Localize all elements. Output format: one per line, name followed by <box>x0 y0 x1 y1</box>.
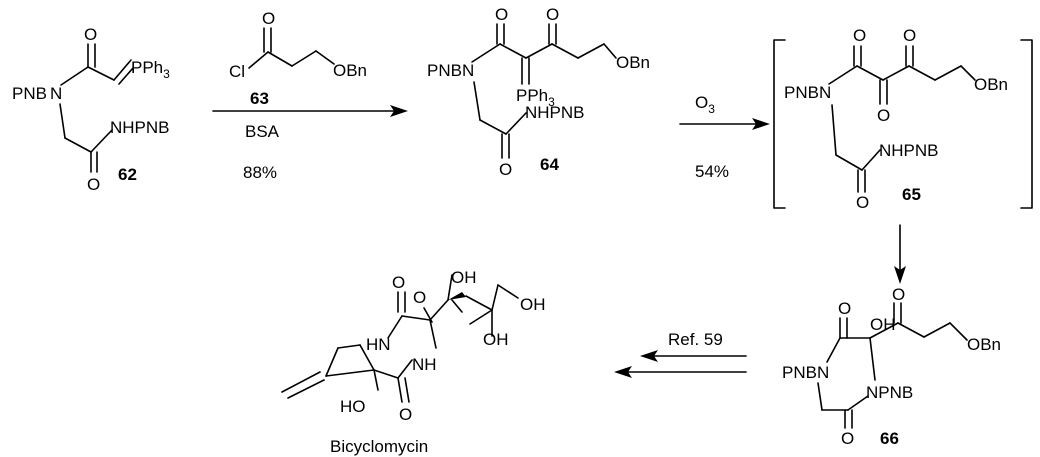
reagent-number: 63 <box>250 89 269 108</box>
atom-label: O <box>546 5 559 24</box>
atom-label: O <box>392 273 405 292</box>
atom-label: O <box>903 26 916 45</box>
atom-label: NHPNB <box>525 103 585 122</box>
reference-label: Ref. 59 <box>668 330 723 349</box>
yield-label: 54% <box>695 162 729 181</box>
yield-label: 88% <box>243 163 277 182</box>
compound-name: Bicyclomycin <box>330 437 428 456</box>
atom-label: NH <box>412 355 437 374</box>
reagent-label: O3 <box>695 93 715 116</box>
compound-65: PNBN O O O OBn O NHPNB 65 <box>773 26 1033 212</box>
atom-label: OBn <box>616 53 650 72</box>
stereo-wedge <box>448 292 466 300</box>
reaction-arrow-step1: 63 BSA 88% <box>212 89 408 182</box>
atom-label: PNB <box>12 84 47 103</box>
reaction-arrow-step2: O3 54% <box>679 93 770 181</box>
compound-64: PNBN O O OBn PPh3 O NHPNB 64 <box>427 5 650 179</box>
atom-label: O <box>87 175 100 194</box>
reaction-arrow-step3 <box>894 224 906 284</box>
atom-label: HN <box>366 335 391 354</box>
atom-label: O <box>856 193 869 212</box>
compound-number: 62 <box>118 165 137 184</box>
atom-label: PPh3 <box>131 58 170 81</box>
compound-bicyclomycin: O O HN OH OH OH NH O HO Bicyclomycin <box>281 268 546 456</box>
atom-label: O <box>262 9 275 28</box>
atom-label: OBn <box>974 75 1008 94</box>
atom-label: O <box>399 405 412 424</box>
atom-label: OH <box>451 268 477 287</box>
compound-number: 64 <box>540 155 559 174</box>
reaction-arrow-step4: Ref. 59 <box>614 330 747 378</box>
atom-label: OBn <box>967 335 1001 354</box>
atom-label: O <box>841 429 854 448</box>
atom-label: NPNB <box>866 383 913 402</box>
atom-label: HO <box>340 397 366 416</box>
atom-label: PNBN <box>427 61 474 80</box>
atom-label: PPh3 <box>516 86 555 109</box>
compound-number: 65 <box>902 185 921 204</box>
reagent-63: Cl O OBn <box>229 9 367 81</box>
atom-label: PNBN <box>782 363 829 382</box>
atom-label: Cl <box>229 62 245 81</box>
atom-label: O <box>413 288 426 307</box>
atom-label: O <box>499 160 512 179</box>
atom-label: O <box>892 285 905 304</box>
atom-label: NHPNB <box>110 118 170 137</box>
atom-label: PNBN <box>784 83 831 102</box>
reagent-label: BSA <box>245 122 280 141</box>
atom-label: OBn <box>333 61 367 80</box>
left-bracket <box>773 39 786 209</box>
compound-62: PNB N O PPh3 O NHPNB 62 <box>12 25 170 194</box>
atom-label: OH <box>520 295 546 314</box>
atom-label: N <box>50 84 62 103</box>
atom-label: NHPNB <box>879 141 939 160</box>
atom-label: O <box>84 25 97 44</box>
atom-label: OH <box>870 315 896 334</box>
atom-label: O <box>495 5 508 24</box>
atom-label: O <box>877 106 890 125</box>
right-bracket <box>1020 39 1033 209</box>
atom-label: OH <box>483 330 509 349</box>
atom-label: O <box>853 26 866 45</box>
atom-label: O <box>838 299 851 318</box>
compound-66: PNBN O OH O OBn NPNB O 66 <box>782 285 1001 448</box>
compound-number: 66 <box>880 429 899 448</box>
